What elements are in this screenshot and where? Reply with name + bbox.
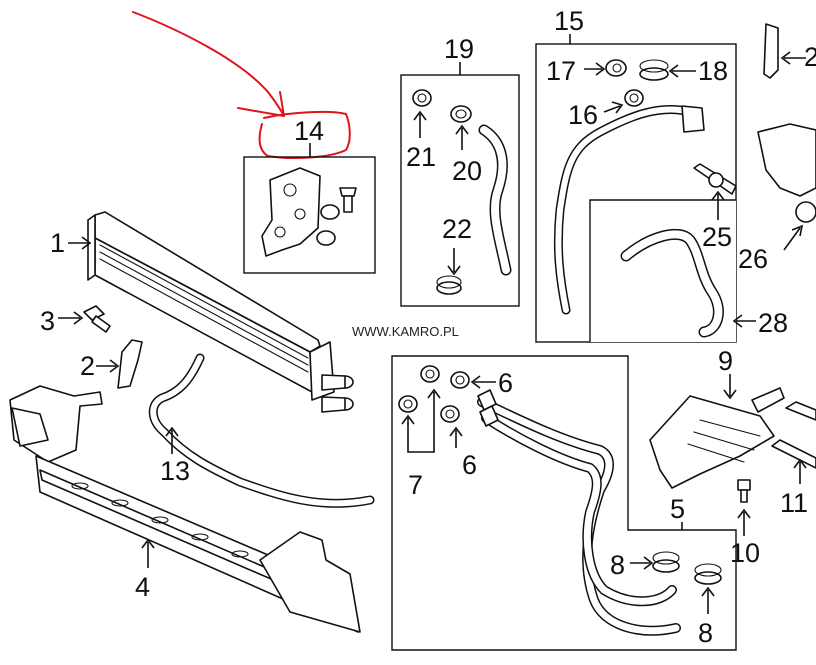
callout-11: 11 — [780, 488, 808, 518]
leader-8-left — [630, 556, 654, 570]
callout-6-lower: 6 — [462, 450, 477, 480]
callout-19: 19 — [444, 34, 474, 64]
callout-15: 15 — [554, 6, 584, 36]
bolt-part-10 — [737, 479, 751, 503]
leader-6-upper — [470, 375, 496, 389]
callout-13: 13 — [160, 456, 190, 486]
hose-part-19 — [478, 124, 512, 276]
leader-3 — [58, 311, 84, 325]
callout-2-right: 2 — [804, 42, 816, 72]
leader-28 — [732, 314, 756, 328]
leader-13 — [165, 426, 179, 454]
callout-10: 10 — [730, 538, 760, 568]
bolt-part-3 — [83, 305, 111, 333]
leader-17 — [584, 62, 606, 76]
leader-20 — [455, 124, 469, 150]
red-arrow-stroke — [132, 11, 285, 117]
leader-6-lower — [449, 426, 463, 448]
oil-cooler-part-1 — [87, 211, 354, 413]
housing-part-top-right — [757, 123, 816, 223]
leader-22 — [447, 248, 461, 276]
pipe-assembly-part-5 — [477, 389, 681, 636]
callout-14: 14 — [294, 116, 324, 146]
seal-part-16 — [624, 89, 644, 107]
leader-16 — [603, 101, 624, 114]
callout-28: 28 — [758, 308, 788, 338]
seal-part-20 — [450, 105, 472, 123]
pipe-part-15 — [553, 104, 705, 315]
seal-part-21 — [412, 89, 432, 107]
valve-part-9 — [649, 387, 785, 489]
callout-16: 16 — [568, 100, 598, 130]
leader-7 — [401, 388, 441, 453]
seal-part-6-lower — [440, 405, 460, 423]
callout-8-right: 8 — [698, 618, 713, 648]
sensor-part-25 — [693, 163, 737, 195]
leader-11 — [793, 458, 807, 484]
support-rail-part-4 — [9, 385, 361, 633]
bracket-part-2-left — [117, 339, 143, 389]
callout-26: 26 — [738, 244, 768, 274]
red-arrow-head — [237, 91, 285, 117]
seal-part-6-upper — [450, 371, 470, 389]
housing-part-14 — [261, 167, 357, 257]
leader-21 — [413, 110, 427, 138]
seal-part-17 — [605, 59, 627, 77]
callout-17: 17 — [546, 56, 576, 86]
hose-part-13 — [148, 353, 375, 508]
watermark-text: WWW.KAMRO.PL — [352, 324, 459, 339]
leader-26 — [783, 224, 804, 251]
callout-2-left: 2 — [80, 351, 95, 381]
leader-2-right — [780, 51, 806, 65]
leader-4 — [141, 538, 155, 568]
seal-parts-7 — [398, 365, 440, 413]
callout-8-left: 8 — [610, 550, 625, 580]
callout-21: 21 — [406, 142, 436, 172]
leader-8-right — [701, 586, 715, 614]
callout-9: 9 — [718, 346, 733, 376]
leader-1 — [68, 236, 92, 250]
callout-22: 22 — [442, 214, 472, 244]
clamp-part-18 — [639, 59, 669, 81]
leader-18 — [668, 64, 696, 78]
callout-5: 5 — [670, 494, 685, 524]
leader-2-left — [96, 359, 120, 373]
callout-1: 1 — [50, 228, 65, 258]
clamp-part-8-right — [694, 563, 722, 585]
callout-6-upper: 6 — [498, 368, 513, 398]
callout-7: 7 — [408, 470, 423, 500]
bracket-part-2-right — [763, 23, 779, 79]
clamp-part-22 — [436, 275, 462, 295]
red-circle-around-14 — [258, 110, 351, 159]
callout-20: 20 — [452, 156, 482, 186]
box-5 — [391, 355, 737, 651]
leader-25 — [711, 190, 725, 220]
callout-3: 3 — [40, 306, 55, 336]
leader-9 — [723, 374, 737, 400]
red-highlight-annotation — [132, 11, 351, 159]
callout-18: 18 — [698, 56, 728, 86]
callout-4: 4 — [135, 572, 150, 602]
clamp-part-8-left — [652, 551, 680, 573]
hose-part-11 — [771, 401, 816, 469]
box-15-notch — [589, 199, 736, 342]
pipe-part-28 — [620, 228, 724, 338]
leader-10 — [737, 508, 751, 536]
callout-25: 25 — [702, 222, 732, 252]
